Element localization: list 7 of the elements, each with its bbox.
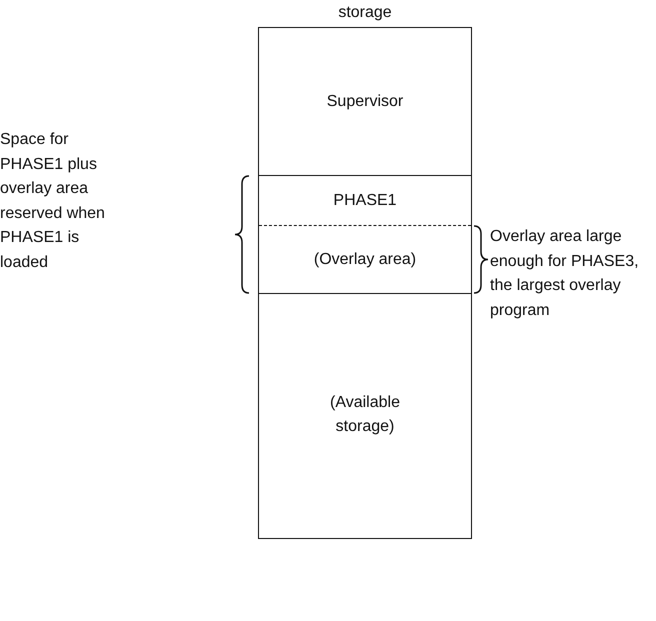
- column-heading: storage: [337, 4, 393, 22]
- region-label: (Overlay area): [312, 250, 418, 270]
- annotation-text: Space for PHASE1 plus overlay area reserved when PHASE1 is loaded: [0, 130, 106, 272]
- region-label: Supervisor: [326, 92, 404, 112]
- region-label: (Available storage): [329, 393, 401, 437]
- annotation-text: Overlay area large enough for PHASE3, the largest overlay program: [490, 227, 640, 320]
- region-label: PHASE1: [332, 190, 398, 210]
